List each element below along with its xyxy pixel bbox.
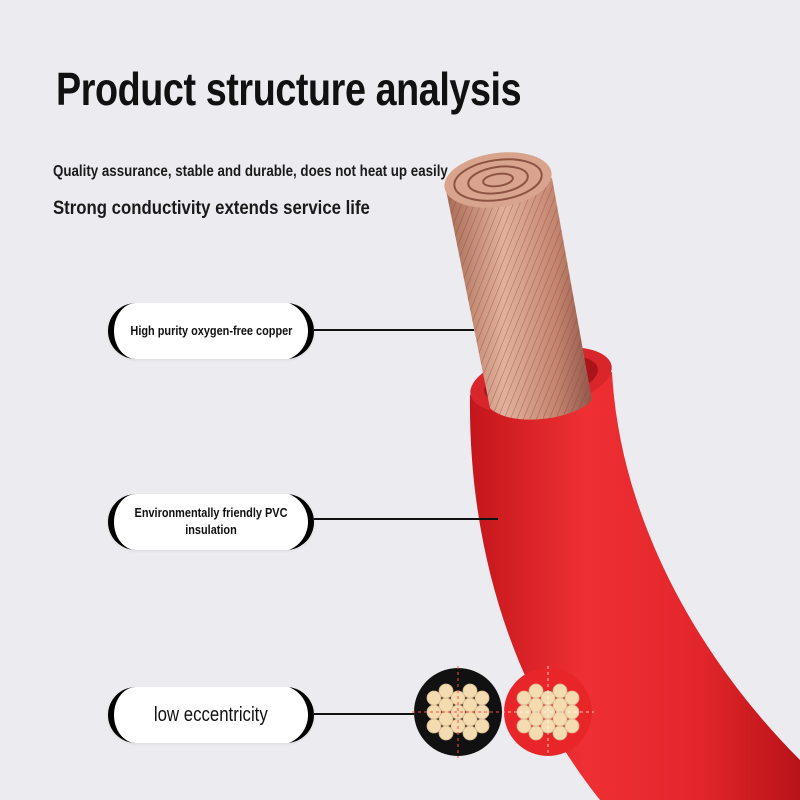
page-title: Product structure analysis: [56, 63, 522, 115]
callout-copper-label: High purity oxygen-free copper: [129, 322, 293, 338]
subtitle-quality: Quality assurance, stable and durable, d…: [53, 163, 448, 180]
callout-pvc-leader: [314, 518, 498, 520]
callout-copper-leader: [314, 329, 474, 331]
callout-eccentricity-leader: [314, 713, 414, 715]
callout-pvc-label: Environmentally friendly PVC insulation: [134, 505, 288, 537]
callout-pvc: Environmentally friendly PVC insulation: [108, 494, 314, 550]
subtitle-conductivity: Strong conductivity extends service life: [53, 197, 370, 219]
callout-eccentricity: low eccentricity: [108, 687, 314, 743]
cross-section-black: [412, 666, 504, 758]
cross-section-red: [502, 666, 594, 758]
copper-conductor: [444, 152, 592, 420]
callout-eccentricity-label: low eccentricity: [154, 704, 268, 726]
callout-copper: High purity oxygen-free copper: [108, 303, 314, 359]
